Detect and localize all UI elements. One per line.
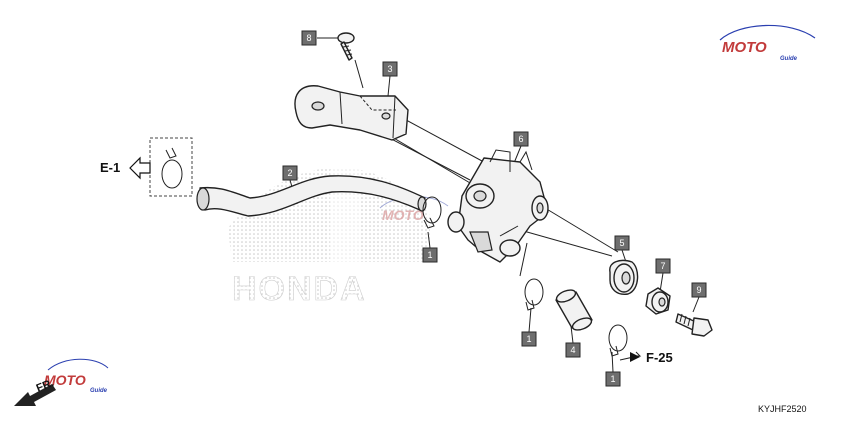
callout-6: 6 — [513, 131, 529, 147]
svg-text:9: 9 — [696, 285, 701, 295]
hose-part-2 — [196, 175, 427, 217]
moto-watermark-bottom: MOTO Guide — [44, 358, 109, 394]
clip-part-1-c — [608, 324, 628, 357]
ref-f25-label: F-25 — [646, 350, 673, 365]
f25-reference: F-25 — [630, 350, 673, 365]
svg-text:MOTO: MOTO — [44, 372, 86, 388]
svg-text:6: 6 — [518, 134, 523, 144]
honda-watermark-text: HONDA — [232, 270, 367, 308]
clip-part-1-b — [524, 278, 544, 311]
svg-text:MOTO: MOTO — [722, 39, 767, 56]
svg-text:1: 1 — [526, 334, 531, 344]
callout-1-b: 1 — [521, 331, 537, 347]
moto-watermark-top: MOTO Guide — [719, 24, 816, 62]
svg-text:4: 4 — [570, 345, 575, 355]
svg-text:7: 7 — [660, 261, 665, 271]
svg-text:2: 2 — [287, 168, 292, 178]
arrow-right-icon — [630, 352, 640, 362]
bolt-part-9 — [675, 313, 713, 337]
valve-body-part-6 — [447, 149, 549, 263]
callout-1-a: 1 — [422, 247, 438, 263]
front-arrow-icon — [14, 384, 56, 406]
screw-part-8 — [337, 32, 355, 61]
callout-4: 4 — [565, 342, 581, 358]
callout-3: 3 — [382, 61, 398, 77]
callout-2: 2 — [282, 165, 298, 181]
svg-text:5: 5 — [619, 238, 624, 248]
svg-text:Guide: Guide — [780, 56, 798, 62]
callout-5: 5 — [614, 235, 630, 251]
svg-text:1: 1 — [427, 250, 432, 260]
rubber-mount-part-5 — [609, 259, 639, 295]
collar-part-7 — [645, 287, 671, 315]
callout-9: 9 — [691, 282, 707, 298]
bracket-part-3 — [294, 85, 409, 141]
arrow-left-icon — [129, 156, 151, 180]
svg-text:MOTO: MOTO — [382, 207, 424, 223]
callout-8: 8 — [301, 30, 317, 46]
svg-text:3: 3 — [387, 64, 392, 74]
e1-reference: E-1 — [100, 137, 193, 197]
sleeve-part-4 — [555, 289, 593, 331]
diagram-code: KYJHF2520 — [758, 404, 807, 414]
callout-7: 7 — [655, 258, 671, 274]
clip-part-1-a — [422, 196, 442, 229]
svg-text:8: 8 — [306, 33, 311, 43]
svg-text:Guide: Guide — [90, 388, 108, 394]
callout-1-c: 1 — [605, 371, 621, 387]
svg-text:1: 1 — [610, 374, 615, 384]
ref-e1-label: E-1 — [100, 160, 120, 175]
front-indicator: FR. — [14, 377, 56, 406]
